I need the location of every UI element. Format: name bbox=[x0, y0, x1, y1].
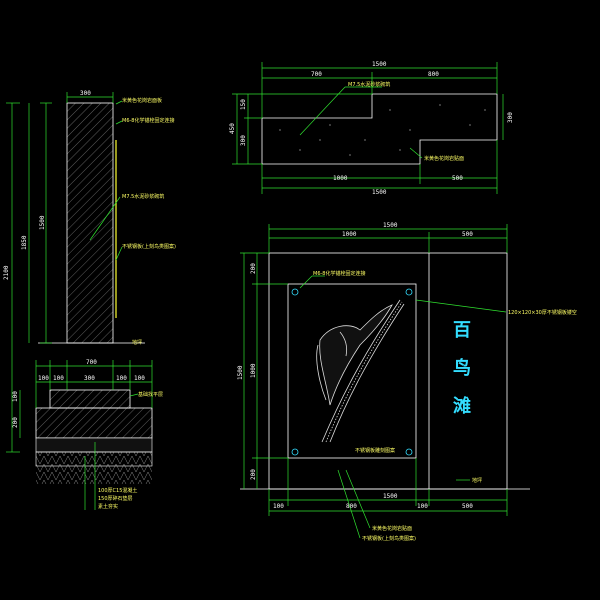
concrete-layer bbox=[35, 437, 153, 453]
bolt-icon bbox=[405, 288, 413, 296]
elevation-view: 百 鸟 滩 1500 1000 500 1500 200 1000 200 bbox=[237, 222, 577, 542]
elev-dim-b2: 800 bbox=[346, 503, 357, 510]
plan-label-mortar: M7.5水泥砂浆砌筑 bbox=[348, 81, 390, 88]
sign-char-1: 百 bbox=[453, 320, 471, 341]
dim-wall-h: 1850 bbox=[21, 235, 28, 250]
elev-label-plate-spec: 120×120×30厚不锈钢板镂空 bbox=[508, 309, 577, 316]
label-layer3: 素土夯实 bbox=[98, 503, 118, 510]
plan-dim-bottom-right: 500 bbox=[452, 175, 463, 182]
wall-body bbox=[66, 102, 114, 344]
elev-dim-b4: 500 bbox=[462, 503, 473, 510]
elev-dim-left-total: 1500 bbox=[237, 365, 244, 380]
steel-panel bbox=[287, 283, 417, 459]
dim-b3: 300 bbox=[84, 375, 95, 382]
base-step bbox=[49, 389, 131, 409]
sign-char-3: 滩 bbox=[453, 395, 471, 417]
dim-footing-h1: 100 bbox=[12, 391, 19, 402]
bolt-icon bbox=[291, 288, 299, 296]
elev-dim-left-top: 200 bbox=[250, 263, 257, 274]
dim-footing-h2: 200 bbox=[12, 417, 19, 428]
dim-b1: 100 bbox=[38, 375, 49, 382]
bird-carving-icon bbox=[316, 299, 405, 443]
bolt-icon bbox=[291, 448, 299, 456]
label-layer2: 150厚碎石垫层 bbox=[98, 495, 133, 502]
dim-b2: 100 bbox=[53, 375, 64, 382]
section-view: 300 2100 1850 1500 100 100 300 100 100 7… bbox=[3, 90, 176, 510]
label-anchor: M6-8化学锚栓固定连接 bbox=[122, 117, 174, 124]
soil-layer bbox=[36, 466, 152, 484]
label-layer1: 100厚C15混凝土 bbox=[98, 487, 137, 494]
dim-b4: 100 bbox=[116, 375, 127, 382]
gravel-layer bbox=[35, 451, 153, 467]
dim-above-ground: 1500 bbox=[39, 215, 46, 230]
plan-dim-total: 1500 bbox=[372, 61, 387, 68]
elev-label-finish: 米黄色花岗岩贴面 bbox=[372, 525, 412, 532]
dim-top: 300 bbox=[80, 90, 91, 97]
elev-dim-b3: 100 bbox=[417, 503, 428, 510]
plan-label-finish: 米黄色花岗岩贴面 bbox=[424, 155, 464, 162]
plan-view: 1500 700 800 1000 500 1500 450 150 300 3… bbox=[229, 61, 514, 196]
sign-char-2: 鸟 bbox=[453, 357, 471, 379]
plan-dim-left: 700 bbox=[311, 71, 322, 78]
elev-dim-top-left: 1000 bbox=[342, 231, 357, 238]
footing bbox=[35, 407, 153, 439]
elev-label-ground: 地坪 bbox=[472, 477, 482, 484]
plan-dim-total-bottom: 1500 bbox=[372, 189, 387, 196]
plan-outline bbox=[261, 93, 498, 165]
plan-dim-h-total: 450 bbox=[229, 123, 236, 134]
dim-b5: 100 bbox=[134, 375, 145, 382]
dim-base-total: 700 bbox=[86, 359, 97, 366]
label-ground: 地坪 bbox=[132, 339, 142, 346]
elev-dim-left-mid: 1000 bbox=[250, 363, 257, 378]
elev-label-panel-caption: 不锈钢板雕刻图案 bbox=[355, 447, 395, 454]
label-finish: 米黄色花岗岩面板 bbox=[122, 97, 162, 104]
plan-dim-bottom-left: 1000 bbox=[333, 175, 348, 182]
elev-dim-b1: 100 bbox=[273, 503, 284, 510]
plan-dim-h-bottom: 300 bbox=[240, 135, 247, 146]
elev-dim-top-right: 500 bbox=[462, 231, 473, 238]
elev-label-anchor: M6-8化学锚栓固定连接 bbox=[313, 270, 365, 277]
plan-dim-h-right: 300 bbox=[507, 112, 514, 123]
dim-total-h: 2100 bbox=[3, 265, 10, 280]
label-base-note: 基础找平层 bbox=[138, 391, 163, 398]
plan-speckle bbox=[279, 104, 486, 156]
elev-dim-bottom-total: 1500 bbox=[383, 493, 398, 500]
plan-dim-h-top: 150 bbox=[240, 99, 247, 110]
elev-label-steel: 不锈钢板(上刻鸟类图案) bbox=[362, 535, 416, 542]
label-mortar: M7.5水泥砂浆砌筑 bbox=[122, 193, 164, 200]
bolt-icon bbox=[405, 448, 413, 456]
label-steel: 不锈钢板(上刻鸟类图案) bbox=[122, 243, 176, 250]
elev-dim-left-bot: 200 bbox=[250, 469, 257, 480]
elev-dim-top-total: 1500 bbox=[383, 222, 398, 229]
plan-dim-right: 800 bbox=[428, 71, 439, 78]
